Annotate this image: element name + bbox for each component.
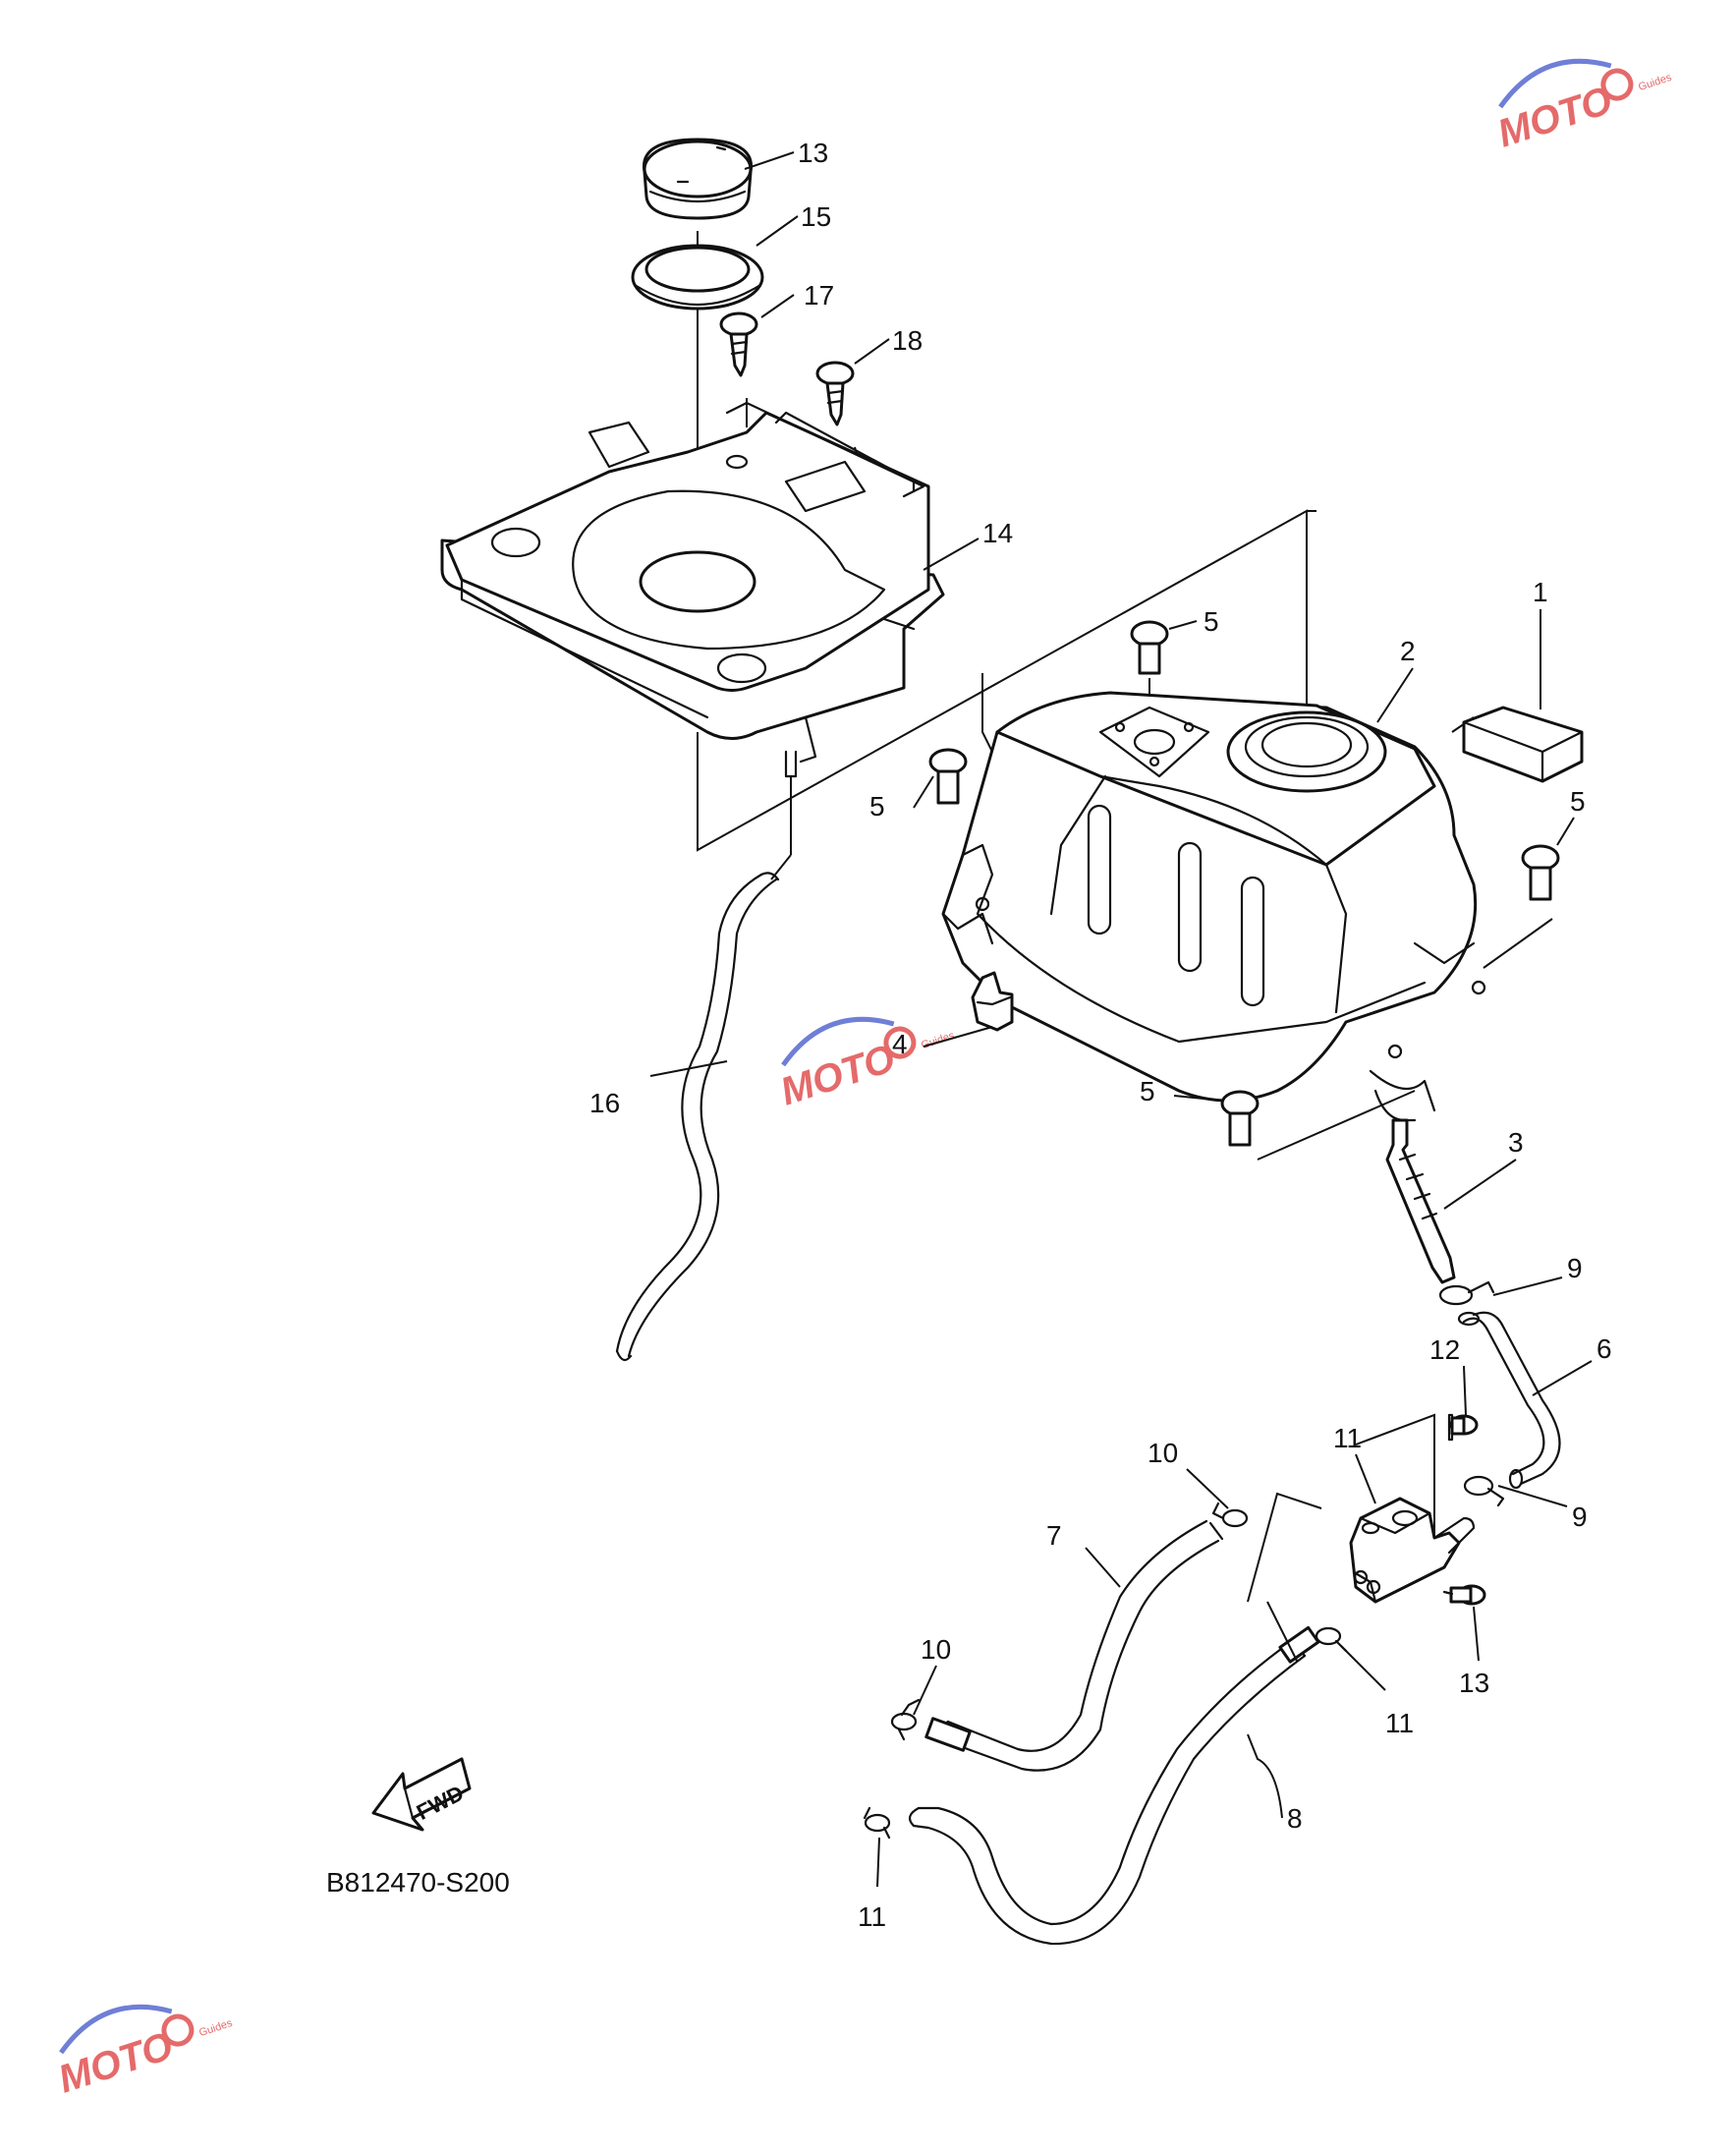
callout-label: 1: [1533, 577, 1548, 607]
callout-label: 5: [1570, 786, 1586, 817]
callout-label: 6: [1596, 1333, 1612, 1364]
callout-label: 18: [892, 325, 923, 356]
callout-label: 5: [869, 791, 885, 822]
part-bolt-5-right: [1521, 844, 1560, 901]
callout-label: 8: [1287, 1803, 1303, 1834]
part-breather-hose: [615, 750, 798, 1362]
watermark-tagline: Guides: [920, 1030, 956, 1051]
part-fuel-cap: [642, 138, 754, 220]
part-clamp-10-bottom: [890, 1698, 921, 1741]
part-tank-cover: [440, 401, 945, 764]
gear-icon: [161, 2013, 195, 2047]
part-fuel-tank: [941, 691, 1486, 1122]
fwd-arrow-icon: FWD: [371, 1757, 472, 1832]
part-damper-pad: [1462, 706, 1584, 783]
part-fuel-cock: [1349, 1497, 1476, 1604]
callout-label: 9: [1567, 1253, 1583, 1283]
part-clamp-9-right: [1463, 1475, 1505, 1507]
callout-label: 3: [1508, 1127, 1524, 1158]
callout-label: 7: [1046, 1520, 1062, 1551]
part-clamp-11-left: [863, 1806, 891, 1840]
watermark-logo-middle: MOTO Guides: [775, 1016, 957, 1114]
callout-label: 2: [1400, 636, 1416, 666]
part-clamp-10-top: [1211, 1502, 1249, 1528]
part-fuel-fitting: [1385, 1118, 1456, 1284]
part-screw-13-top: [1447, 1413, 1479, 1442]
part-bolt-5-bottom: [1220, 1090, 1260, 1147]
callout-label: 12: [1429, 1334, 1460, 1365]
callout-label: 10: [921, 1634, 951, 1665]
part-screw-18-left: [719, 312, 758, 377]
callout-label: 11: [1385, 1708, 1414, 1738]
drawing-code: B812470-S200: [326, 1867, 510, 1898]
part-hose-7: [924, 1519, 1224, 1772]
callout-label: 13: [1459, 1668, 1489, 1698]
callout-label: 10: [1148, 1438, 1178, 1468]
callout-label: 11: [858, 1901, 886, 1932]
part-hose-6: [1457, 1311, 1561, 1490]
part-cap-gasket: [631, 244, 764, 311]
part-clamp-9-top: [1438, 1280, 1495, 1306]
part-hose-8: [908, 1625, 1320, 1946]
part-screw-18-right: [815, 361, 855, 426]
callout-label: 15: [801, 201, 831, 232]
part-screw-13-bottom: [1442, 1584, 1486, 1606]
callout-label: 11: [1333, 1423, 1362, 1453]
callout-label: 4: [892, 1029, 908, 1059]
part-bolt-5-left: [928, 748, 968, 805]
callout-label: 17: [804, 280, 834, 311]
callout-label: 5: [1204, 606, 1219, 637]
gear-icon: [1600, 68, 1634, 101]
callout-labels: 1 2 3 4 5 5 5 5 6 7 8 9 9 10 10 11 11 11…: [589, 138, 1612, 1932]
callout-label: 14: [982, 518, 1013, 548]
gear-icon: [883, 1026, 917, 1059]
callout-lines: [649, 151, 1593, 1888]
part-bolt-5-top: [1130, 620, 1169, 675]
watermark-logo-bottom: MOTO Guides: [53, 2004, 235, 2102]
callout-label: 5: [1140, 1076, 1155, 1106]
callout-label: 16: [589, 1088, 620, 1118]
callout-label: 9: [1572, 1502, 1588, 1532]
watermark-tagline: Guides: [1637, 72, 1673, 93]
callout-label: 13: [798, 138, 828, 168]
watermark-tagline: Guides: [197, 2017, 234, 2039]
part-clip: [971, 971, 1014, 1032]
watermark-logo-top: MOTO Guides: [1492, 58, 1674, 156]
